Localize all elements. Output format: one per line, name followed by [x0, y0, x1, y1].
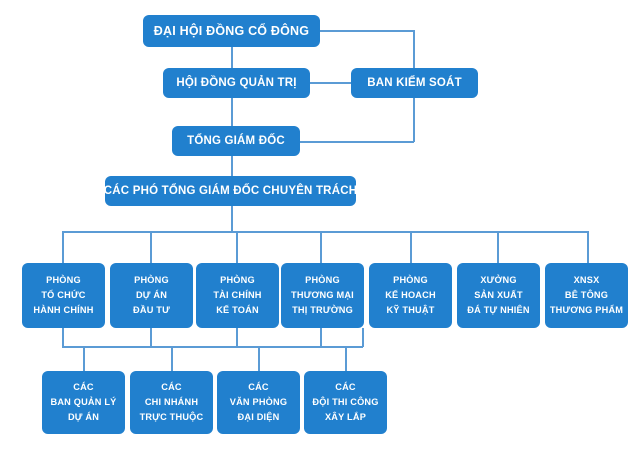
connector-shareholders-to-board — [231, 47, 233, 68]
node-department-2[interactable]: PHÒNG DỰ ÁN ĐẦU TƯ — [110, 263, 193, 328]
node-label-line-3: ĐẦU TƯ — [133, 305, 170, 315]
connector-general-director-to-supervisory-vertical — [413, 98, 415, 142]
node-shareholders-meeting[interactable]: ĐẠI HỘI ĐỒNG CỔ ĐÔNG — [143, 15, 320, 47]
node-label-line-2: TỔ CHỨC — [41, 290, 86, 300]
connector-bus-to-department-5 — [410, 231, 412, 263]
connector-bus-to-department-2 — [150, 231, 152, 263]
node-board-of-directors[interactable]: HỘI ĐỒNG QUẢN TRỊ — [163, 68, 310, 98]
node-label-line-1: CÁC — [73, 382, 94, 392]
connector-board-to-general-director — [231, 98, 233, 126]
node-label: BAN KIỂM SOÁT — [367, 77, 462, 89]
node-label-line-2: SẢN XUẤT — [474, 290, 523, 300]
node-label-line-3: HÀNH CHÍNH — [33, 305, 94, 315]
connector-sub-bus-to-unit-3 — [258, 346, 260, 371]
connector-sub-bus-to-unit-1 — [83, 346, 85, 371]
connector-department-1-down — [62, 328, 64, 347]
connector-department-3-down — [236, 328, 238, 347]
node-label-line-1: XƯỞNG — [480, 275, 517, 285]
node-label-line-3: KẾ TOÁN — [216, 305, 259, 315]
node-label-line-1: PHÒNG — [220, 275, 255, 285]
node-label: TỔNG GIÁM ĐỐC — [187, 135, 285, 147]
node-label-line-2: CHI NHÁNH — [144, 397, 199, 407]
node-department-5[interactable]: PHÒNG KẾ HOACH KỸ THUẬT — [369, 263, 452, 328]
node-deputy-directors[interactable]: CÁC PHÓ TỔNG GIÁM ĐỐC CHUYÊN TRÁCH — [103, 176, 358, 206]
node-department-4[interactable]: PHÒNG THƯƠNG MẠI THỊ TRƯỜNG — [281, 263, 364, 328]
node-label-line-1: PHÒNG — [46, 275, 81, 285]
department-bus-line — [62, 231, 589, 233]
node-label: HỘI ĐỒNG QUẢN TRỊ — [176, 77, 297, 89]
node-label-line-2: BAN QUẢN LÝ — [50, 397, 117, 407]
connector-general-director-to-supervisory-horizontal — [300, 141, 414, 143]
connector-deputies-to-department-bus — [231, 206, 233, 232]
node-label-line-2: THƯƠNG MẠI — [291, 290, 354, 300]
node-label-line-2: KẾ HOACH — [385, 290, 436, 300]
node-sub-unit-3[interactable]: CÁC VĂN PHÒNG ĐẠI DIỆN — [217, 371, 300, 434]
node-label-line-3: THỊ TRƯỜNG — [292, 305, 353, 315]
node-label: ĐẠI HỘI ĐỒNG CỔ ĐÔNG — [153, 24, 310, 38]
connector-board-to-supervisory — [310, 82, 351, 84]
node-label-line-2: TÀI CHÍNH — [213, 290, 262, 300]
node-label-line-1: CÁC — [248, 382, 269, 392]
node-label-line-2: BÊ TÔNG — [564, 290, 609, 300]
connector-department-4-down — [320, 328, 322, 347]
node-supervisory-board[interactable]: BAN KIỂM SOÁT — [351, 68, 478, 98]
node-department-6[interactable]: XƯỞNG SẢN XUẤT ĐÁ TỰ NHIÊN — [457, 263, 540, 328]
connector-sub-bus-to-unit-4 — [345, 346, 347, 371]
node-label-line-3: KỸ THUẬT — [386, 305, 435, 315]
node-department-3[interactable]: PHÒNG TÀI CHÍNH KẾ TOÁN — [196, 263, 279, 328]
node-sub-unit-2[interactable]: CÁC CHI NHÁNH TRỰC THUỘC — [130, 371, 213, 434]
node-label-line-2: VĂN PHÒNG — [229, 397, 288, 407]
node-label-line-3: XÂY LẮP — [324, 412, 367, 422]
node-sub-unit-1[interactable]: CÁC BAN QUẢN LÝ DỰ ÁN — [42, 371, 125, 434]
node-label-line-3: TRỰC THUỘC — [139, 412, 204, 422]
node-label-line-1: XNSX — [573, 275, 600, 285]
node-department-7[interactable]: XNSX BÊ TÔNG THƯƠNG PHẨM — [545, 263, 628, 328]
node-sub-unit-4[interactable]: CÁC ĐỘI THI CÔNG XÂY LẮP — [304, 371, 387, 434]
connector-bus-to-department-4 — [320, 231, 322, 263]
node-label-line-1: CÁC — [161, 382, 182, 392]
node-label-line-3: DỰ ÁN — [67, 412, 100, 422]
connector-bus-to-department-1 — [62, 231, 64, 263]
connector-bus-to-department-6 — [497, 231, 499, 263]
connector-bus-to-department-7 — [587, 231, 589, 263]
node-label-line-1: PHÒNG — [305, 275, 340, 285]
connector-department-5-down — [362, 328, 364, 347]
node-label-line-1: PHÒNG — [393, 275, 428, 285]
node-label: CÁC PHÓ TỔNG GIÁM ĐỐC CHUYÊN TRÁCH — [103, 185, 358, 197]
node-label-line-3: ĐẠI DIỆN — [237, 412, 280, 422]
connector-department-2-down — [150, 328, 152, 347]
node-label-line-1: CÁC — [335, 382, 356, 392]
node-label-line-2: ĐỘI THI CÔNG — [312, 397, 379, 407]
node-label-line-1: PHÒNG — [134, 275, 169, 285]
node-department-1[interactable]: PHÒNG TỔ CHỨC HÀNH CHÍNH — [22, 263, 105, 328]
node-label-line-3: ĐÁ TỰ NHIÊN — [467, 305, 530, 315]
connector-sub-bus-to-unit-2 — [171, 346, 173, 371]
node-general-director[interactable]: TỔNG GIÁM ĐỐC — [172, 126, 300, 156]
connector-shareholders-to-supervisory-horizontal — [320, 30, 414, 32]
connector-general-director-to-deputies — [231, 156, 233, 176]
connector-shareholders-to-supervisory-vertical — [413, 30, 415, 68]
connector-bus-to-department-3 — [236, 231, 238, 263]
node-label-line-2: DỰ ÁN — [135, 290, 168, 300]
sub-unit-bus-line — [62, 346, 363, 348]
node-label-line-3: THƯƠNG PHẨM — [549, 305, 624, 315]
